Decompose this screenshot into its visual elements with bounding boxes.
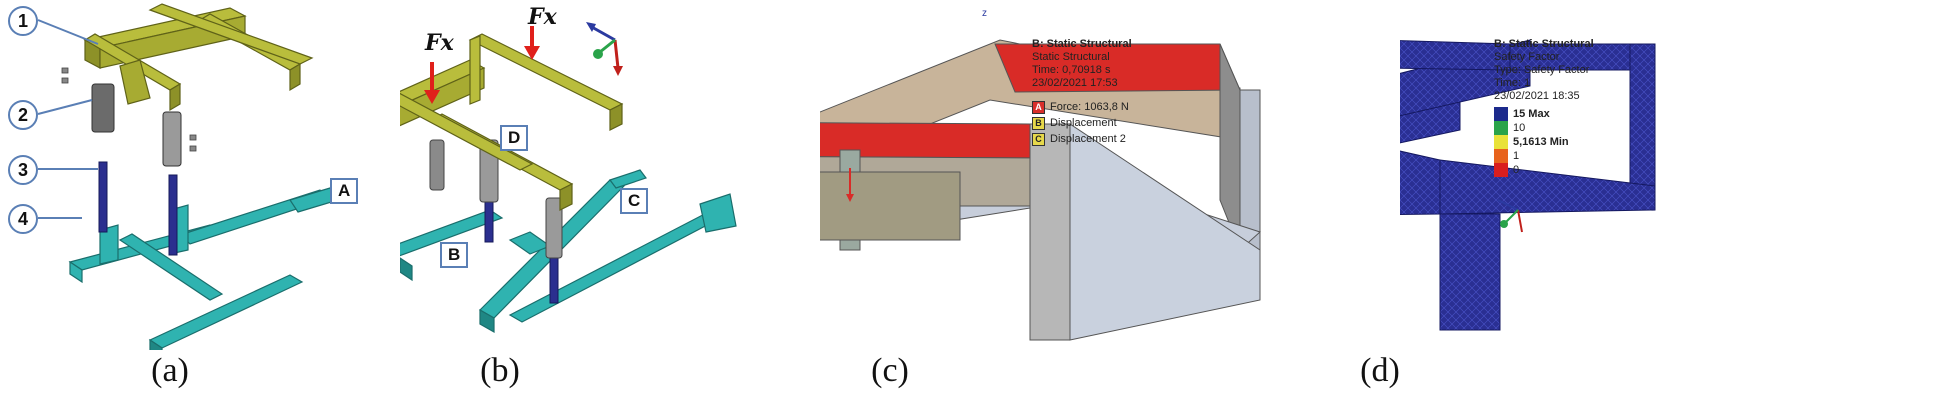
legend-label: Force: 1063,8 N	[1050, 101, 1129, 113]
bolts	[61, 67, 197, 152]
colorbar-row: 15 Max	[1494, 107, 1594, 121]
frame-model	[820, 39, 1261, 341]
force-arrows	[424, 26, 540, 104]
legend-line: 23/02/2021 18:35	[1494, 90, 1580, 102]
rods	[98, 161, 178, 256]
colorbar-row: 10	[1494, 121, 1594, 135]
axis-label-z: z	[982, 8, 987, 19]
legend-title: B: Static Structural	[1032, 38, 1132, 50]
force-label-1: Fx	[425, 30, 454, 56]
caption-b: (b)	[480, 352, 520, 389]
colorbar-label: 1	[1513, 149, 1520, 162]
colorbar-label: 0	[1513, 163, 1520, 176]
colorbar-swatch	[1494, 135, 1508, 149]
legend-line: Safety Factor	[1494, 51, 1560, 63]
caption-c: (c)	[871, 352, 909, 389]
support-tag-b: B	[440, 242, 469, 268]
panel-d: B: Static Structural Safety Factor Type:…	[1360, 0, 1949, 404]
support-tag-d: D	[500, 125, 529, 151]
legend-line: 23/02/2021 17:53	[1032, 77, 1118, 89]
colorbar-row: 5,1613 Min	[1494, 135, 1594, 149]
legend-item-a: A Force: 1063,8 N	[1032, 101, 1132, 114]
colorbar-row: 0	[1494, 163, 1594, 177]
caption-d: (d)	[1360, 352, 1400, 389]
colorbar-label: 10	[1513, 121, 1526, 134]
base-frame	[68, 187, 339, 350]
legend-key: B	[1032, 117, 1045, 130]
loaded-assembly-drawing	[400, 22, 737, 334]
colorbar-row: 1	[1494, 149, 1594, 163]
legend-c: B: Static Structural Static Structural T…	[1032, 38, 1132, 146]
force-marker	[846, 168, 854, 202]
actuators	[429, 139, 563, 259]
upper-frame	[400, 33, 624, 211]
colorbar-label: 15 Max	[1513, 107, 1550, 120]
colorbar-swatch	[1494, 107, 1508, 121]
callout-1: 1	[8, 6, 38, 36]
legend-line: Static Structural	[1032, 51, 1110, 63]
callout-3: 3	[8, 155, 38, 185]
support-tag-a: A	[330, 178, 359, 204]
callout-2: 2	[8, 100, 38, 130]
caption-a: (a)	[151, 352, 189, 389]
colorbar-swatch	[1494, 121, 1508, 135]
axis-triad	[586, 22, 623, 76]
axis-triad	[1497, 199, 1523, 233]
force-label-2: Fx	[528, 4, 557, 30]
meshed-frame	[1400, 39, 1656, 331]
legend-label: Displacement 2	[1050, 133, 1126, 145]
colorbar-label: 5,1613 Min	[1513, 135, 1569, 148]
legend-key: C	[1032, 133, 1045, 146]
legend-key: A	[1032, 101, 1045, 114]
panel-c: B: Static Structural Static Structural T…	[820, 0, 1420, 404]
callout-4: 4	[8, 204, 38, 234]
legend-item-c: C Displacement 2	[1032, 133, 1132, 146]
legend-line: Type: Safety Factor	[1494, 64, 1590, 76]
legend-label: Displacement	[1050, 117, 1117, 129]
colorbar-swatch	[1494, 163, 1508, 177]
legend-line: Time: 1	[1494, 77, 1531, 89]
legend-item-b: B Displacement	[1032, 117, 1132, 130]
panel-a: 1 2 3 4 (a)	[0, 0, 420, 404]
colorbar-swatch	[1494, 149, 1508, 163]
legend-title: B: Static Structural	[1494, 38, 1594, 50]
legend-d: B: Static Structural Safety Factor Type:…	[1494, 38, 1594, 177]
legend-line: Time: 0,70918 s	[1032, 64, 1111, 76]
panel-b: Fx Fx z x A B C D (b)	[330, 0, 1019, 404]
support-tag-c: C	[620, 188, 649, 214]
exploded-assembly-drawing	[61, 3, 339, 350]
upper-frame	[83, 3, 314, 112]
boundary-conditions-model	[820, 39, 1261, 341]
safety-factor-mesh	[1400, 39, 1656, 331]
